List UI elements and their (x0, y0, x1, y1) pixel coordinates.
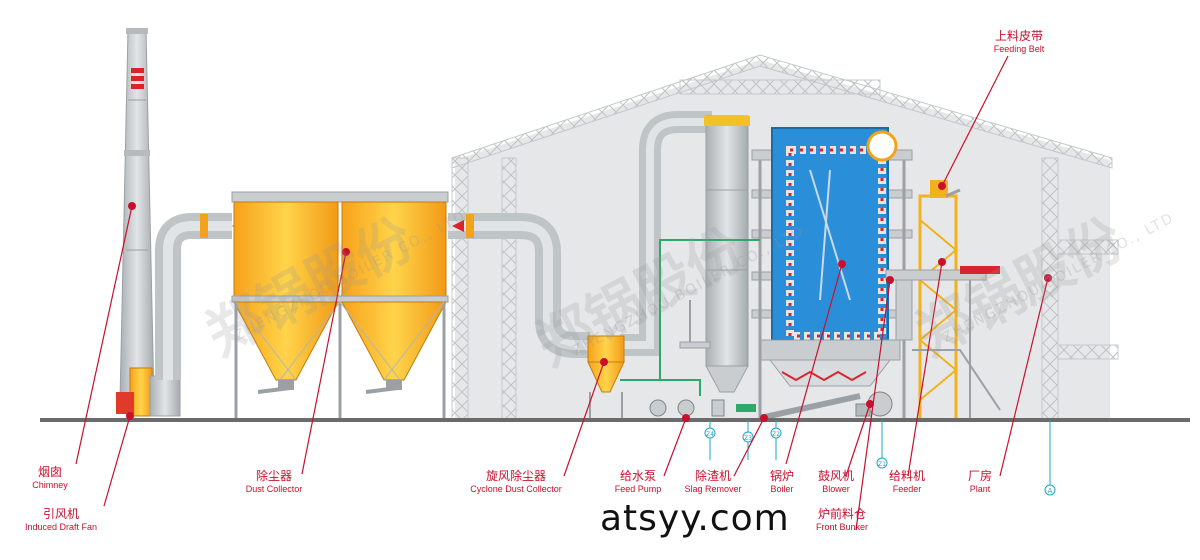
chimney-drawing (119, 28, 155, 401)
feed-water-pipes (620, 239, 760, 417)
leader-dots (126, 182, 1052, 422)
website-text: atsyy.com (600, 498, 790, 539)
flue-duct (155, 111, 712, 380)
dust-collector-drawing (231, 191, 449, 418)
leader-lines (75, 55, 1049, 531)
induced-draft-fan-drawing (116, 367, 181, 417)
pillar-axes (704, 420, 1056, 496)
